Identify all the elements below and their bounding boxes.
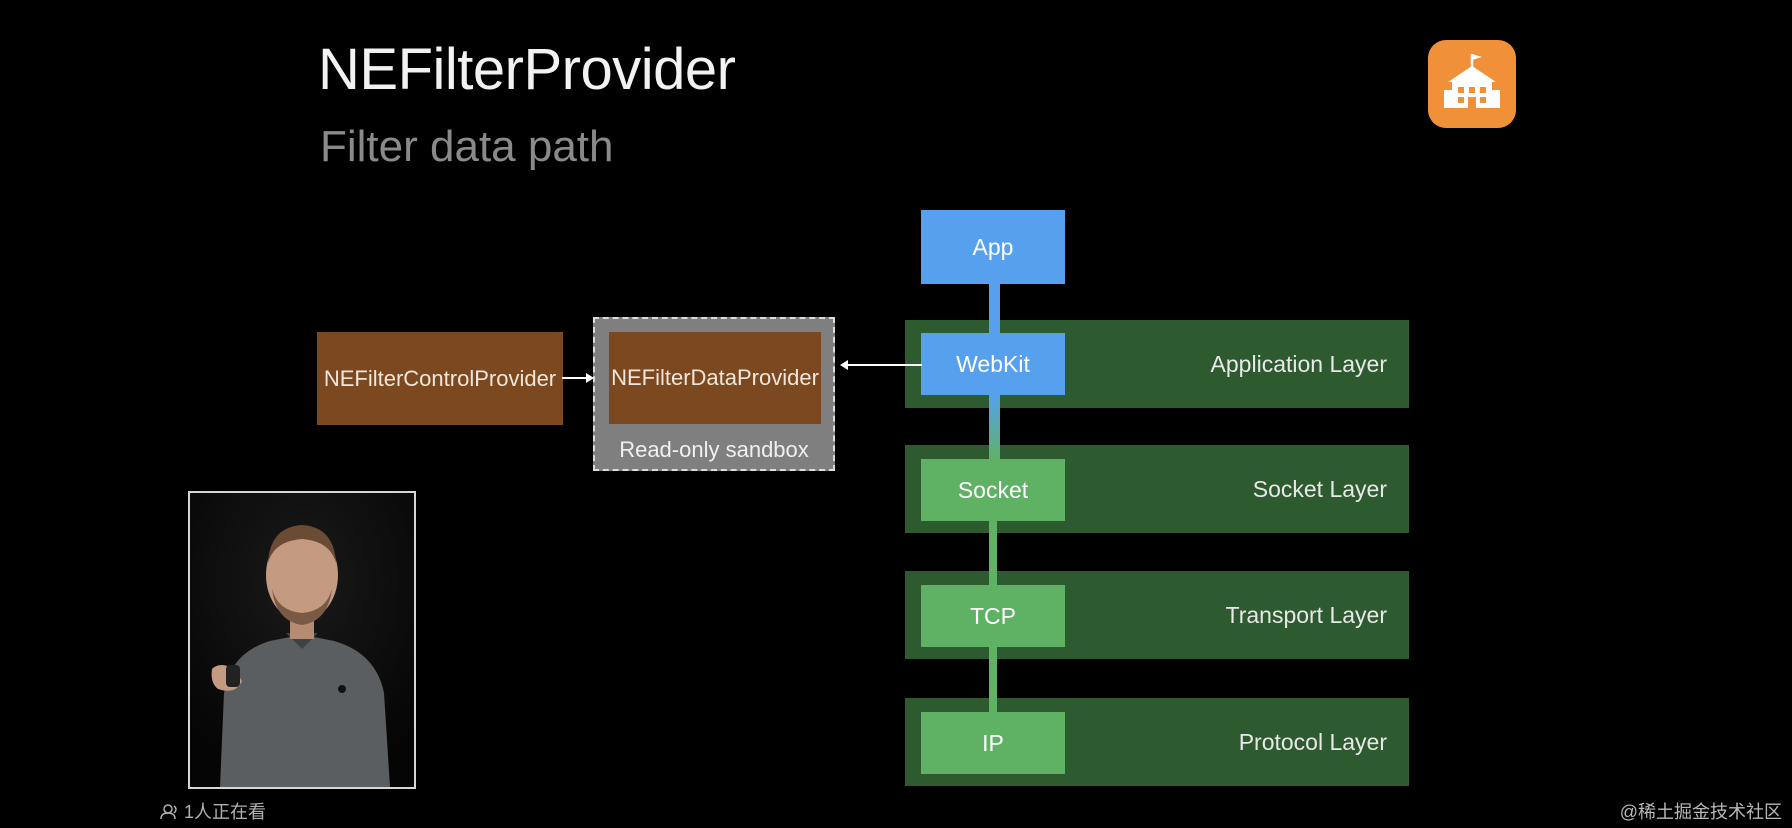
slide-subtitle: Filter data path <box>320 122 614 171</box>
viewer-count: 1人正在看 <box>160 798 266 824</box>
sandbox-label: Read-only sandbox <box>619 437 809 462</box>
control-to-data-arrow <box>562 373 594 383</box>
application-layer-label: Application Layer <box>1210 351 1387 377</box>
socket-node: Socket <box>921 459 1065 521</box>
app-node: App <box>921 210 1065 284</box>
ip-node: IP <box>921 712 1065 774</box>
watermark: @稀土掘金技术社区 <box>1619 802 1782 822</box>
webkit-node: WebKit <box>921 333 1065 395</box>
transport-layer-label: Transport Layer <box>1225 602 1388 628</box>
data-provider-box: NEFilterDataProvider <box>609 332 821 424</box>
protocol-layer-label: Protocol Layer <box>1238 729 1387 755</box>
tcp-node: TCP <box>921 585 1065 647</box>
socket-tcp-connector <box>989 520 997 586</box>
app-webkit-connector <box>989 283 1000 333</box>
viewer-count-label: 1人正在看 <box>184 802 267 822</box>
read-only-sandbox: NEFilterDataProvider Read-only sandbox <box>593 317 835 471</box>
control-provider-box: NEFilterControlProvider <box>317 332 563 425</box>
socket-layer-label: Socket Layer <box>1252 476 1387 502</box>
tcp-ip-connector <box>989 646 997 712</box>
viewers-icon <box>160 804 177 820</box>
slide-title: NEFilterProvider <box>318 37 736 102</box>
speaker-video <box>188 491 416 789</box>
school-icon <box>1428 40 1516 128</box>
webkit-to-data-arrow <box>840 360 922 370</box>
webkit-socket-connector <box>989 395 1000 461</box>
